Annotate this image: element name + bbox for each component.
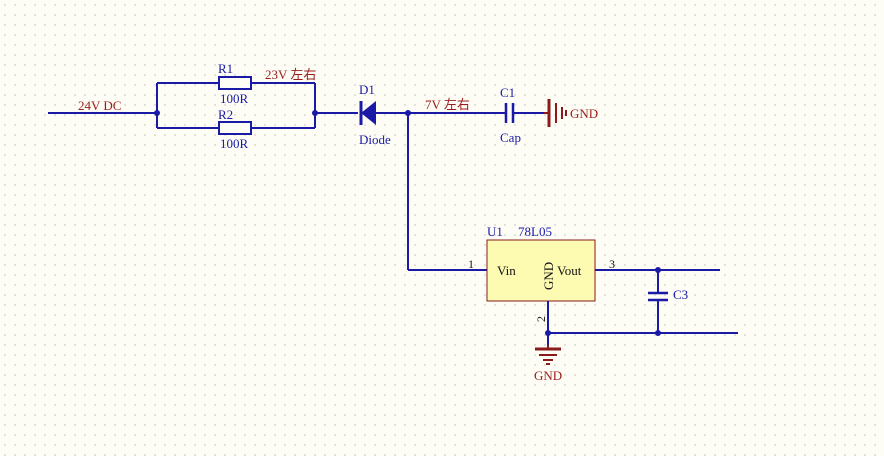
r1-designator: R1 [218,61,233,76]
resistor-r2[interactable] [218,121,252,135]
pin-vin-label: Vin [497,263,516,278]
d1-comment: Diode [359,132,391,147]
regulator-u1[interactable] [486,239,596,302]
net-label-7v: 7V 左右 [425,97,470,112]
gnd-symbol-u1 [535,345,561,365]
r2-value: 100R [220,136,249,151]
gnd-label-u1: GND [534,368,562,383]
r1-value: 100R [220,91,249,106]
c1-comment: Cap [500,130,521,145]
u1-designator: U1 [487,224,503,239]
c3-designator: C3 [673,287,688,302]
resistor-r1[interactable] [218,76,252,90]
net-label-24v: 24V DC [78,98,121,113]
gnd-symbol-c1 [544,99,567,127]
u1-part: 78L05 [518,224,552,239]
c1-designator: C1 [500,85,515,100]
net-label-23v: 23V 左右 [265,67,316,82]
d1-designator: D1 [359,82,375,97]
pin2-number: 2 [534,316,548,322]
resistor-network: R1 100R R2 100R [156,61,316,151]
capacitor-c1[interactable] [504,103,515,123]
pin1-number: 1 [468,257,474,271]
junction-dot [154,110,160,116]
junction-dot [545,330,551,336]
pin3-number: 3 [609,257,615,271]
junction-dot [655,330,661,336]
capacitor-c3[interactable] [648,291,668,302]
pin-vout-label: Vout [557,263,582,278]
diode-d1[interactable] [359,101,376,125]
pin-gnd-label: GND [541,262,556,290]
r2-designator: R2 [218,107,233,122]
gnd-label-c1: GND [570,106,598,121]
